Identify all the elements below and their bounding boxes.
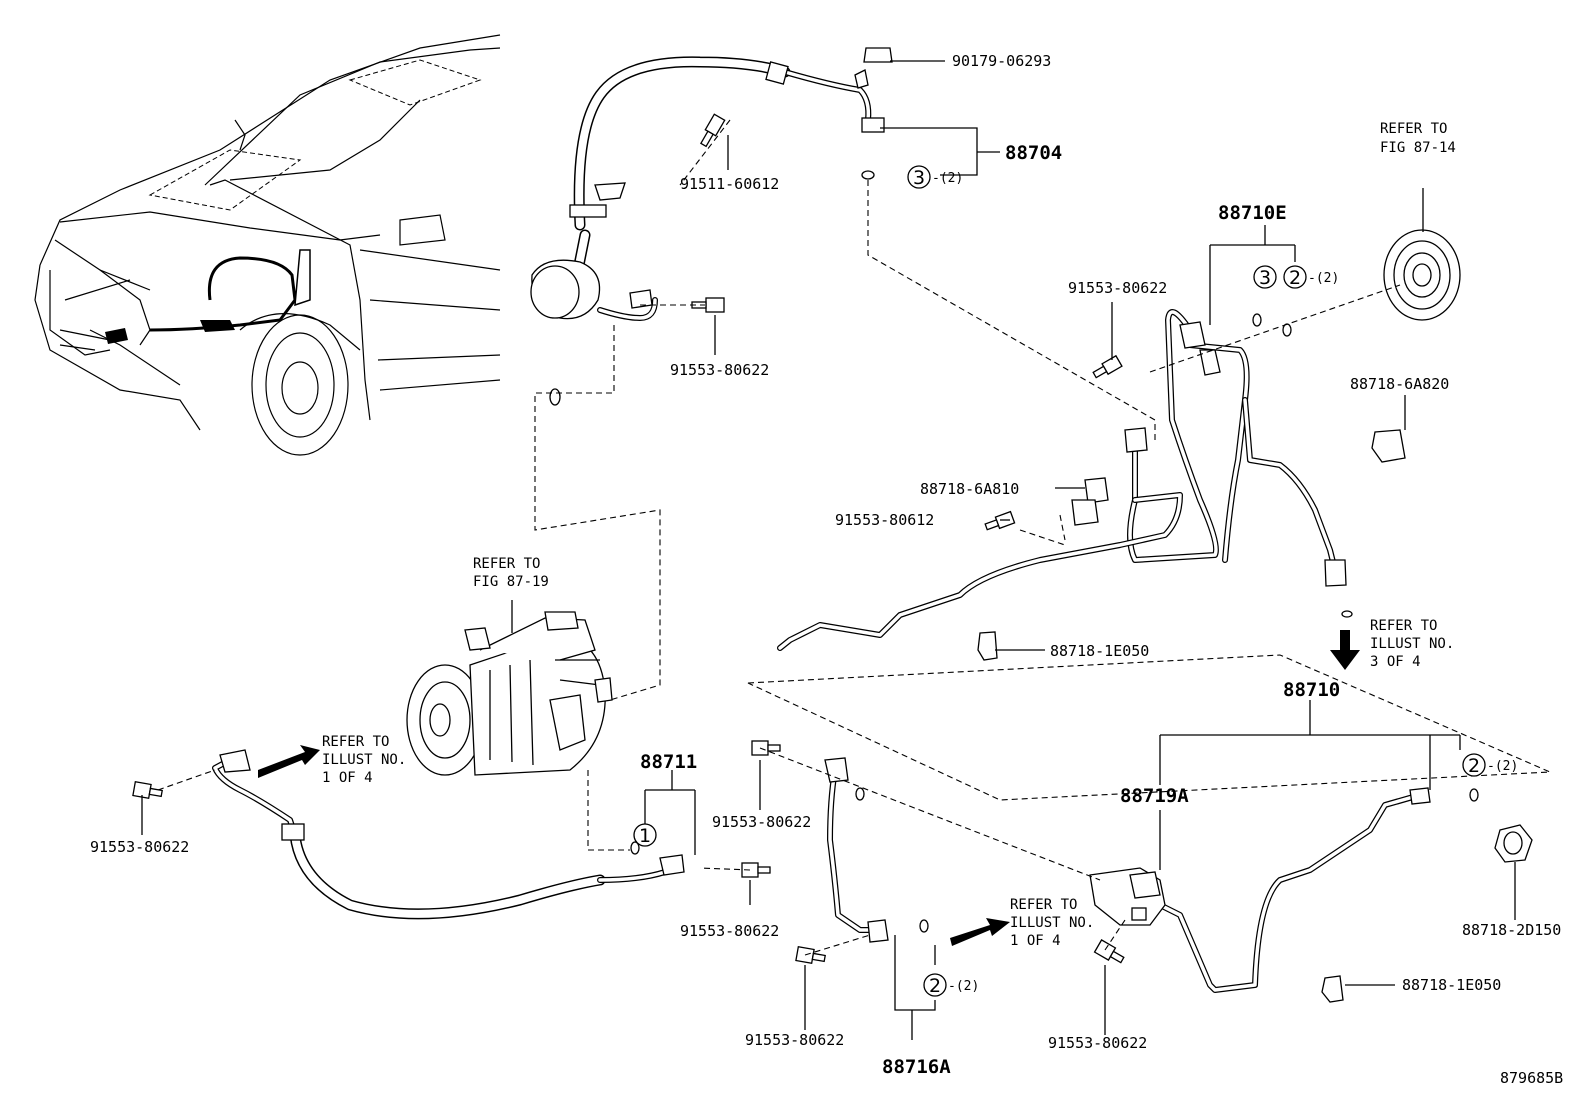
callout-qty: -(2) xyxy=(1308,271,1339,286)
compressor xyxy=(406,611,613,776)
dashed-guides xyxy=(157,119,1551,956)
callout-2-c: 2 -(2) xyxy=(1462,753,1518,777)
callout-qty: -(2) xyxy=(932,171,963,186)
callout-qty: -(2) xyxy=(948,979,979,994)
refer-line: ILLUST NO. xyxy=(1370,636,1454,652)
refer-line: REFER TO xyxy=(1380,121,1447,137)
discharge-hose-88711 xyxy=(212,749,685,920)
part-labels: 90179-06293 88704 91511-60612 91553-8062… xyxy=(90,52,1561,1078)
part-label: 88718-1E050 xyxy=(1050,642,1149,660)
part-label: 91553-80622 xyxy=(670,361,769,379)
refer-line: REFER TO xyxy=(1370,618,1437,634)
leader-lines xyxy=(141,60,1516,1040)
callout-qty: -(2) xyxy=(1487,759,1518,774)
part-label: 91553-80622 xyxy=(745,1031,844,1049)
part-label: 91553-80622 xyxy=(90,838,189,856)
callout-number: 2 xyxy=(929,975,941,997)
callouts: 3 -(2) 3 2 -(2) 1 2 -(2) 2 -(2) xyxy=(633,165,1518,997)
liquid-tube-88716A xyxy=(824,757,889,943)
refer-line: FIG 87-14 xyxy=(1380,140,1456,156)
refer-illust-1-of-4-right: REFER TO ILLUST NO. 1 OF 4 xyxy=(1010,897,1094,949)
callout-number: 2 xyxy=(1468,755,1480,777)
part-label: 88710 xyxy=(1283,679,1340,701)
callout-number: 2 xyxy=(1289,267,1301,289)
part-label: 88718-1E050 xyxy=(1402,976,1501,994)
refer-line: 3 OF 4 xyxy=(1370,654,1421,670)
part-label: 88718-6A820 xyxy=(1350,375,1449,393)
refer-line: 1 OF 4 xyxy=(1010,933,1061,949)
callout-2-b: 2 -(2) xyxy=(923,973,979,997)
callout-3-b: 3 xyxy=(1253,265,1277,289)
refer-line: 1 OF 4 xyxy=(322,770,373,786)
part-label: 88710E xyxy=(1218,202,1287,224)
part-label: 91511-60612 xyxy=(680,175,779,193)
part-label: 88718-2D150 xyxy=(1462,921,1561,939)
part-label: 88718-6A810 xyxy=(920,480,1019,498)
arrows xyxy=(258,630,1360,946)
pipe-assembly-88710 xyxy=(777,309,1431,993)
part-label: 91553-80622 xyxy=(1048,1034,1147,1052)
refer-line: FIG 87-19 xyxy=(473,574,549,590)
part-label: 91553-80622 xyxy=(1068,279,1167,297)
vehicle-illustration xyxy=(34,34,501,456)
refer-line: REFER TO xyxy=(322,734,389,750)
part-label: 90179-06293 xyxy=(952,52,1051,70)
part-label: 91553-80612 xyxy=(835,511,934,529)
refer-line: ILLUST NO. xyxy=(1010,915,1094,931)
part-label: 91553-80622 xyxy=(680,922,779,940)
callout-2-a: 2 -(2) xyxy=(1283,265,1339,289)
part-label: 88716A xyxy=(882,1056,951,1078)
refer-fig-87-19: REFER TO FIG 87-19 xyxy=(473,556,549,590)
part-label: 91553-80622 xyxy=(712,813,811,831)
callout-number: 3 xyxy=(1259,267,1271,289)
refer-illust-3-of-4: REFER TO ILLUST NO. 3 OF 4 xyxy=(1370,618,1454,670)
callout-3-a: 3 -(2) xyxy=(907,165,963,189)
refer-notes: REFER TO FIG 87-14 REFER TO FIG 87-19 RE… xyxy=(322,121,1456,949)
part-label: 88704 xyxy=(1005,142,1062,164)
illustration-id: 879685B xyxy=(1500,1069,1563,1087)
refer-line: REFER TO xyxy=(1010,897,1077,913)
refer-fig-87-14: REFER TO FIG 87-14 xyxy=(1380,121,1456,156)
callout-number: 1 xyxy=(639,825,651,847)
callout-number: 3 xyxy=(913,167,925,189)
part-label: 88711 xyxy=(640,751,697,773)
callout-1: 1 xyxy=(633,823,657,847)
refer-line: REFER TO xyxy=(473,556,540,572)
refer-line: ILLUST NO. xyxy=(322,752,406,768)
refer-illust-1-of-4-left: REFER TO ILLUST NO. 1 OF 4 xyxy=(322,734,406,786)
part-label: 88719A xyxy=(1120,785,1189,807)
suction-hose-88704 xyxy=(530,56,885,321)
